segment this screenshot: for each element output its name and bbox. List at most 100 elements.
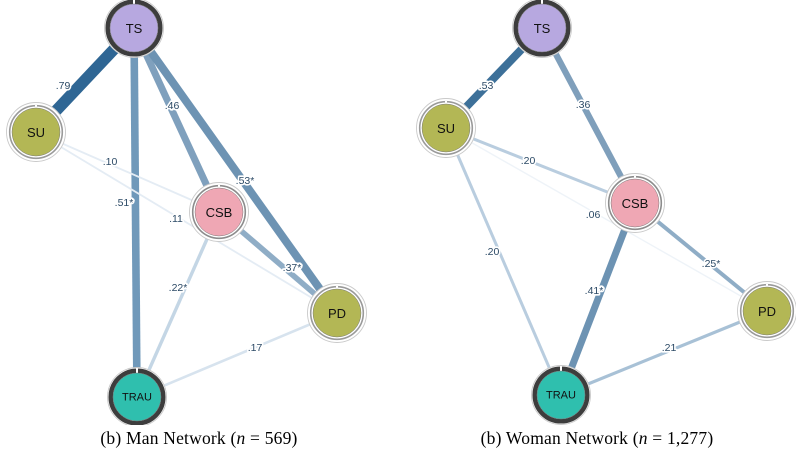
edge-label-ts-csb: .46	[165, 100, 180, 112]
edge-label-csb-pd: .37*	[283, 262, 302, 274]
man-network-graph: TSSUCSBPDTRAU.79.79.46.46.53*.53*.51*.51…	[6, 0, 367, 426]
node-layer: TS SU CSB PD TRAU	[6, 0, 367, 426]
caption-paren-open: (	[230, 428, 237, 448]
edge-label-halo: .37*	[283, 262, 302, 274]
caption-n-symbol: n	[236, 428, 246, 448]
node-body	[536, 370, 586, 420]
node-su[interactable]: SU	[416, 98, 476, 158]
edge-label-halo: .06	[586, 209, 601, 221]
edge-label-su-csb: .11	[169, 213, 183, 225]
edge-label-ts-su: .79	[56, 80, 71, 92]
edge-label-layer: .53.53.36.36.20.20.06.06.20.20.25*.25*.4…	[477, 78, 722, 355]
caption-n-symbol: n	[638, 428, 648, 448]
node-label: TRAU	[122, 392, 152, 404]
node-label: TS	[534, 21, 551, 36]
caption-name: Woman Network	[505, 428, 629, 448]
edge-label-layer: .79.79.46.46.53*.53*.51*.51*.11.11.10.10…	[54, 78, 303, 355]
edge-label-halo: .46	[165, 100, 180, 112]
caption-equals: =	[647, 428, 667, 448]
node-body	[742, 286, 792, 336]
node-body	[610, 178, 660, 228]
node-layer: TS SU CSB PD TRAU	[416, 0, 796, 425]
edge-label-ts-pd: .53*	[236, 175, 255, 187]
edge-label-ts-su: .53	[479, 80, 494, 92]
edge-label-halo: .53	[479, 80, 494, 92]
edge-label-su-csb: .20	[521, 155, 536, 167]
caption-n-value: 569	[264, 428, 292, 448]
edge-layer	[31, 24, 341, 399]
edge-label-halo: .10	[103, 156, 118, 168]
edge-label-trau-pd: .17	[248, 342, 263, 354]
node-label: PD	[328, 306, 346, 321]
edge-label-halo: .17	[248, 342, 263, 354]
node-su[interactable]: SU	[6, 102, 66, 162]
edge-label-halo: .53*	[236, 175, 255, 187]
node-body	[421, 103, 471, 153]
node-trau[interactable]: TRAU	[531, 365, 591, 425]
node-body	[109, 3, 159, 53]
node-body	[11, 107, 61, 157]
edge-label-halo: .21	[662, 342, 677, 354]
edge-su-csb	[445, 126, 636, 205]
edge-csb-trau	[557, 201, 639, 397]
edge-trau-pd	[560, 309, 768, 397]
edge-label-halo: .79	[56, 80, 71, 92]
node-pd[interactable]: PD	[737, 281, 796, 341]
edge-ts-csb	[539, 26, 638, 205]
node-body	[194, 187, 244, 237]
node-body	[112, 372, 162, 422]
edge-label-halo: .25*	[702, 258, 721, 270]
caption-paren-open: (	[632, 428, 639, 448]
node-label: CSB	[622, 196, 649, 211]
node-csb[interactable]: CSB	[605, 173, 665, 233]
edge-label-ts-trau: .51*	[115, 197, 134, 209]
caption-n-value: 1,277	[666, 428, 708, 448]
edge-ts-pd	[130, 25, 341, 316]
edge-label-su-pd: .10	[103, 156, 118, 168]
edge-label-halo: .36	[576, 99, 591, 111]
edge-trau-pd	[136, 311, 338, 399]
edge-label-ts-csb: .36	[576, 99, 591, 111]
caption-name: Man Network	[126, 428, 226, 448]
edge-su-pd	[445, 127, 768, 312]
edge-label-halo: .20	[521, 155, 536, 167]
edge-ts-csb	[130, 26, 223, 214]
edge-label-csb-trau: .22*	[169, 282, 188, 294]
node-label: TRAU	[546, 390, 576, 402]
node-csb[interactable]: CSB	[189, 182, 249, 242]
caption-prefix: (b)	[100, 428, 122, 448]
woman-network-graph: TSSUCSBPDTRAU.53.53.36.36.20.20.06.06.20…	[416, 0, 796, 425]
node-body	[312, 288, 362, 338]
edge-label-halo: .22*	[169, 282, 188, 294]
edge-label-halo: .51*	[115, 197, 134, 209]
caption-paren-close: )	[291, 428, 298, 448]
edge-label-su-pd: .06	[586, 209, 601, 221]
edge-label-su-trau: .20	[485, 246, 500, 258]
edge-label-halo: .11	[169, 213, 183, 225]
edge-label-csb-pd: .25*	[702, 258, 721, 270]
edge-csb-trau	[135, 211, 221, 398]
node-label: PD	[758, 304, 776, 319]
edge-label-halo: .20	[485, 246, 500, 258]
node-pd[interactable]: PD	[307, 283, 367, 343]
edge-su-trau	[444, 127, 563, 396]
node-label: CSB	[206, 205, 233, 220]
node-label: TS	[126, 21, 143, 36]
node-ts[interactable]: TS	[512, 0, 572, 58]
node-label: SU	[27, 125, 45, 140]
node-label: SU	[437, 121, 455, 136]
node-trau[interactable]: TRAU	[107, 367, 167, 426]
man-network-caption: (b) Man Network (n = 569)	[0, 428, 398, 449]
edge-ts-trau	[130, 27, 141, 398]
edge-label-csb-trau: .41*	[585, 285, 604, 297]
caption-equals: =	[245, 428, 265, 448]
woman-network-caption: (b) Woman Network (n = 1,277)	[398, 428, 796, 449]
edge-su-pd	[35, 131, 338, 314]
node-ts[interactable]: TS	[104, 0, 164, 58]
edge-label-halo: .41*	[585, 285, 604, 297]
caption-paren-close: )	[707, 428, 714, 448]
edge-label-trau-pd: .21	[662, 342, 677, 354]
